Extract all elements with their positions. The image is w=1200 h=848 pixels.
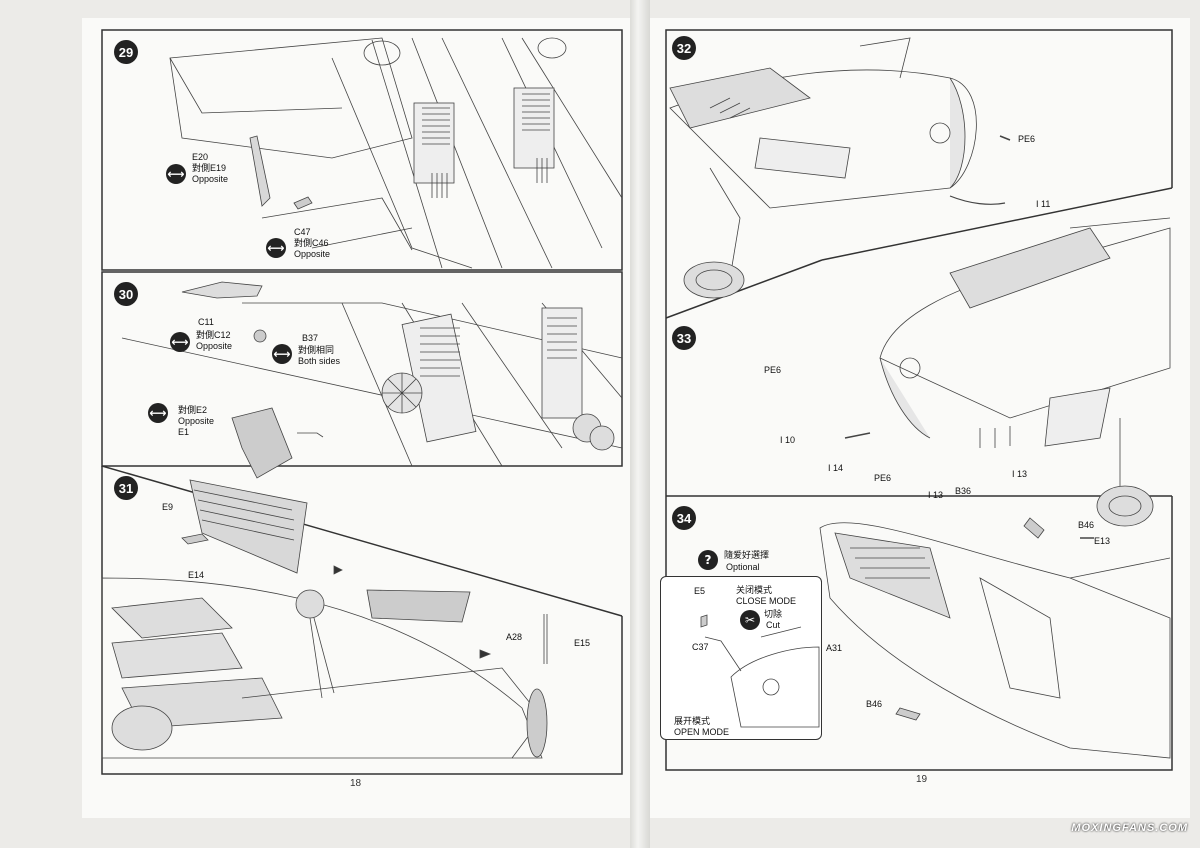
label-pe6-upper: PE6 [764,365,782,375]
label-c47-opposite-part: 對側C46 [294,238,329,248]
knife-icon: ✂ [740,610,760,630]
label-open-mode-cn: 展开模式 [674,716,711,726]
label-b36: B36 [955,486,972,496]
label-b46-lower: B46 [866,699,883,709]
label-e20: E20 [192,152,209,162]
label-e14: E14 [188,570,205,580]
step31-drawing [101,479,548,759]
label-c47: C47 [294,227,311,237]
step29-drawing [169,37,623,269]
label-e9: E9 [162,502,174,512]
label-c37: C37 [692,642,709,652]
page-right-drawing [665,29,1173,771]
step-30-badge: 30 [114,282,138,306]
step30-drawing [121,281,623,479]
label-b37: B37 [302,333,319,343]
label-i10: I 10 [780,435,796,445]
label-c11: C11 [198,317,214,327]
label-optional-cn: 隨爱好選擇 [724,550,770,560]
step-29-badge: 29 [114,40,138,64]
label-e13: E13 [1094,536,1111,546]
double-arrow-icon: ⟷ [148,403,168,423]
page-left-drawing [101,29,623,775]
label-open-mode-en: OPEN MODE [674,727,730,737]
question-icon: ? [698,550,718,570]
label-c11-opposite-part: 對側C12 [196,330,231,340]
page-left: 29 ⟷ E20 對側E19 Opposite ⟷ C47 對側C46 Oppo… [82,18,630,818]
label-pe6-lower: PE6 [874,473,892,483]
label-a31: A31 [826,643,843,653]
step32-drawing [669,37,1011,299]
label-cut-cn: 切除 [764,609,783,619]
double-arrow-icon: ⟷ [166,164,186,184]
label-optional-en: Optional [726,562,760,572]
label-close-mode-cn: 关闭模式 [736,585,773,595]
label-cut-en: Cut [766,620,781,630]
step-34-badge: 34 [672,506,696,530]
label-pe6: PE6 [1018,134,1036,144]
label-i14: I 14 [828,463,844,473]
site-watermark: MOXINGFANS.COM [1071,822,1188,834]
label-e20-opposite-part: 對側E19 [192,163,227,173]
step-33-badge: 33 [672,326,696,350]
label-e5: E5 [694,586,706,596]
page-number-right: 19 [916,774,928,785]
label-b37-both: 對側相同 [298,345,335,355]
label-c11-opposite: Opposite [196,341,233,351]
label-i13-left: I 13 [928,490,944,500]
label-e20-opposite: Opposite [192,174,229,184]
step34-drawing [819,517,1171,759]
page-right: 32 PE6 I 11 33 PE6 I 10 I 14 PE6 I 13 B3… [650,18,1190,818]
label-i13-right: I 13 [1012,469,1028,479]
step33-drawing [844,217,1171,527]
step-31-badge: 31 [114,476,138,500]
page-number-left: 18 [350,778,362,789]
step-32-badge: 32 [672,36,696,60]
label-e1: E1 [178,427,190,437]
label-a28: A28 [506,632,523,642]
double-arrow-icon: ⟷ [272,344,292,364]
label-b37-both-sides: Both sides [298,356,341,366]
binding-gutter [630,0,650,848]
label-close-mode-en: CLOSE MODE [736,596,797,606]
label-e2-opposite: Opposite [178,416,215,426]
label-i11: I 11 [1036,199,1051,209]
double-arrow-icon: ⟷ [170,332,190,352]
callout-drawing [700,614,820,728]
label-e2-opposite-part: 對側E2 [178,405,208,415]
label-e15: E15 [574,638,591,648]
double-arrow-icon: ⟷ [266,238,286,258]
canopy-mode-callout [660,576,822,740]
label-c47-opposite: Opposite [294,249,331,259]
label-b46-upper: B46 [1078,520,1095,530]
